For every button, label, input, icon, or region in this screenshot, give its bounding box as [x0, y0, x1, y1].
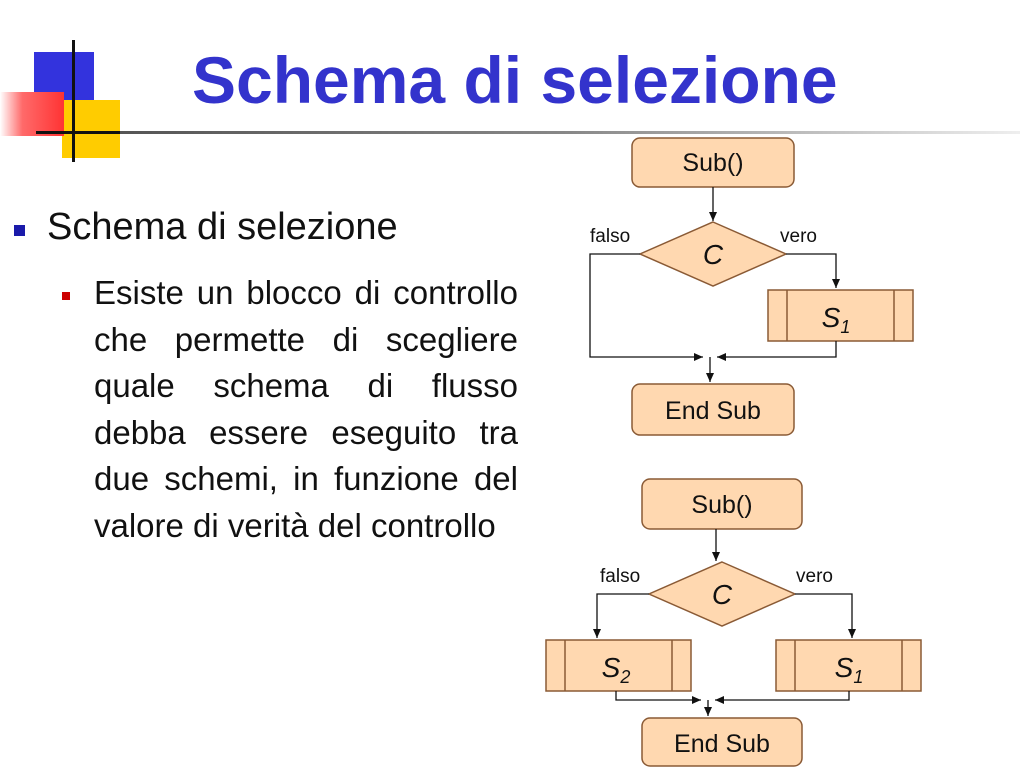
fc2-arrow-true — [795, 593, 856, 638]
fc2-condition-label: C — [712, 579, 733, 610]
fc2-true-label: vero — [796, 566, 833, 587]
bullet-level1: Schema di selezione — [14, 206, 398, 249]
fc1-arrow-true — [786, 253, 840, 288]
title-underline — [120, 131, 1020, 134]
logo-red-square — [0, 92, 64, 136]
fc2-condition-diamond — [647, 561, 797, 627]
flowchart-1: Sub() C falso vero S1 End Sub — [589, 137, 914, 436]
flowchart-2: Sub() C falso vero S2 S1 — [545, 478, 922, 767]
fc2-arrow-true-merge — [715, 691, 850, 704]
fc1-true-block — [767, 289, 914, 342]
bullet-level1-text: Schema di selezione — [47, 206, 398, 248]
logo-yellow-square — [62, 100, 120, 158]
fc1-true-label: vero — [780, 226, 817, 247]
fc1-true-block-label: S1 — [822, 302, 851, 337]
bullet-square-blue — [14, 225, 25, 236]
fc1-end-label: End Sub — [665, 397, 761, 425]
fc2-true-block-label: S1 — [835, 652, 864, 687]
bullet-square-red — [62, 292, 70, 300]
fc1-condition-label: C — [703, 239, 724, 270]
fc1-start-label: Sub() — [682, 149, 743, 177]
slide-title: Schema di selezione — [192, 43, 838, 117]
fc2-false-block — [545, 639, 692, 692]
fc2-false-block-label: S2 — [602, 652, 631, 687]
fc1-condition-diamond — [638, 221, 788, 287]
fc2-start-label: Sub() — [691, 491, 752, 519]
fc2-arrow-false-merge — [615, 691, 701, 704]
fc2-true-block — [775, 639, 922, 692]
fc1-arrow-true-merge — [717, 341, 837, 361]
logo-vertical-line — [72, 40, 75, 162]
fc2-end-box — [641, 717, 803, 767]
fc2-arrow-false — [593, 593, 649, 638]
fc2-false-label: falso — [600, 566, 640, 587]
fc1-end-box — [631, 383, 795, 436]
fc2-end-label: End Sub — [674, 730, 770, 758]
fc1-false-label: falso — [590, 226, 630, 247]
fc1-arrow-false-merge — [589, 253, 703, 361]
bullet-level2-text: Esiste un blocco di controllo che permet… — [94, 274, 518, 544]
corner-logo — [0, 40, 130, 165]
fc2-start-box — [641, 478, 803, 530]
logo-horizontal-line — [36, 131, 126, 134]
